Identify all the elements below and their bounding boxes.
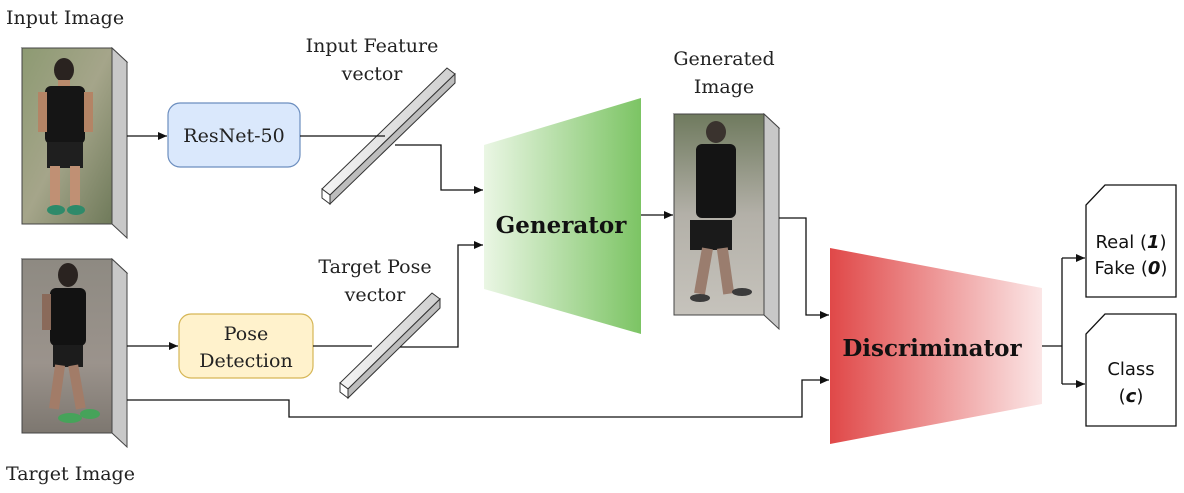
resnet-block	[167, 102, 301, 168]
resnet-label: ResNet-50	[183, 125, 284, 147]
discriminator-label: Discriminator	[842, 335, 1022, 362]
real-output-label: Real (1)	[1095, 232, 1166, 253]
discriminator-block	[830, 248, 1042, 444]
target-pose-label-line2: vector	[344, 284, 407, 306]
target-image-stack	[20, 257, 129, 449]
connectors	[127, 132, 1085, 418]
class-output-box	[1085, 313, 1177, 427]
pose-detection-label-line1: Pose	[224, 323, 268, 345]
input-image-stack	[20, 46, 129, 240]
target-image-label: Target Image	[6, 463, 135, 485]
class-output-label: Class	[1107, 359, 1154, 380]
class-output-value: (c)	[1119, 386, 1144, 407]
target-pose-label-line1: Target Pose	[318, 256, 431, 278]
generator-label: Generator	[496, 212, 628, 239]
input-feature-label-line2: vector	[341, 63, 404, 85]
generated-image-stack	[672, 112, 781, 331]
input-feature-label-line1: Input Feature	[306, 35, 439, 57]
generated-image-label-line1: Generated	[673, 48, 774, 70]
generator-block	[484, 98, 641, 334]
input-feature-vector	[321, 67, 456, 206]
target-pose-vector	[339, 292, 441, 400]
fake-output-label: Fake (0)	[1095, 258, 1168, 279]
pose-detection-label-line2: Detection	[199, 350, 292, 372]
real-fake-output-box	[1085, 184, 1177, 298]
generated-image-label-line2: Image	[694, 76, 754, 98]
input-image-label: Input Image	[6, 7, 124, 29]
